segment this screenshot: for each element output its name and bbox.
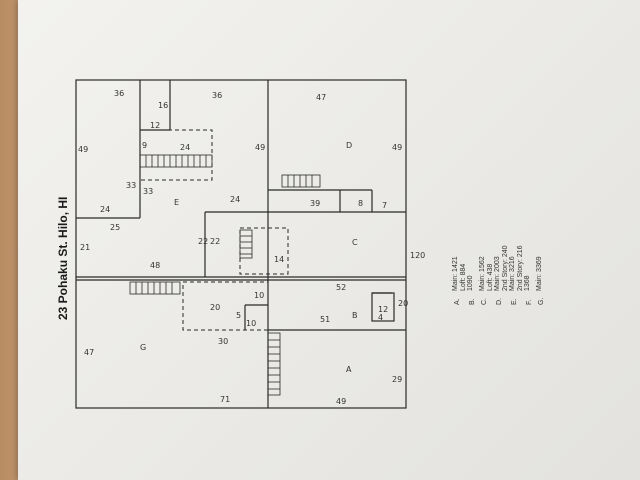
dim-label: 10 xyxy=(254,291,264,300)
legend-value: 1368 xyxy=(524,275,531,291)
legend-row-b: B. 1090 xyxy=(467,105,479,305)
dim-label: 24 xyxy=(180,143,190,152)
legend-value: Main: 1421 xyxy=(452,256,459,291)
dim-label: 47 xyxy=(316,93,326,102)
legend-key: D. xyxy=(496,298,503,305)
dim-label: 24 xyxy=(230,195,240,204)
legend-value: Loft: 884 xyxy=(459,263,467,291)
dim-label: 48 xyxy=(150,261,160,270)
legend-value: Loft: 438 xyxy=(486,263,494,291)
dim-label: 30 xyxy=(218,337,228,346)
dim-label: 51 xyxy=(320,315,330,324)
c-loft-dashed xyxy=(239,227,289,275)
b-box-rect xyxy=(371,292,395,322)
unit-c-label: C xyxy=(352,238,358,247)
dim-label: 25 xyxy=(110,223,120,232)
dim-label: 4 xyxy=(378,313,383,322)
dim-label: 7 xyxy=(382,201,387,210)
dim-label: 21 xyxy=(80,243,90,252)
dim-label: 49 xyxy=(392,143,402,152)
dim-label: 47 xyxy=(84,348,94,357)
legend-value: Main: 3216 xyxy=(509,256,516,291)
dim-label: 14 xyxy=(274,255,284,264)
unit-d-label: D xyxy=(346,141,352,150)
dim-label: 120 xyxy=(410,251,425,260)
dim-label: 36 xyxy=(212,91,222,100)
unit-a-label: A xyxy=(346,365,352,374)
legend-value: Main: 1562 xyxy=(479,256,486,291)
dim-label: 20 xyxy=(398,299,408,308)
dim-label: 29 xyxy=(392,375,402,384)
legend-row-f: F. 1368 xyxy=(524,105,536,305)
legend-value: Main: 2003 xyxy=(494,256,501,291)
property-title: 23 Pohaku St. Hilo, HI xyxy=(56,196,70,320)
legend-key: G. xyxy=(538,297,545,305)
dim-label: 39 xyxy=(310,199,320,208)
dim-label: 49 xyxy=(255,143,265,152)
plan-outline xyxy=(75,79,407,409)
legend-value: Main: 3369 xyxy=(536,256,543,291)
legend-key: F. xyxy=(526,299,533,305)
dim-label: 12 xyxy=(150,121,160,130)
unit-e-label: E xyxy=(174,198,179,207)
dim-label: 20 xyxy=(210,303,220,312)
dim-label: 33 xyxy=(143,187,153,196)
legend-value: 2nd Story: 240 xyxy=(501,245,509,291)
dim-label: 71 xyxy=(220,395,230,404)
legend-key: E. xyxy=(511,298,518,305)
dim-label: 9 xyxy=(142,141,147,150)
dim-label: 22 xyxy=(198,237,208,246)
legend-key: B. xyxy=(469,298,476,305)
legend-key: A. xyxy=(454,298,461,305)
legend-value: 2nd Story: 216 xyxy=(516,245,524,291)
legend-key: C. xyxy=(481,298,488,305)
dim-label: 10 xyxy=(246,319,256,328)
dim-label: 33 xyxy=(126,181,136,190)
g-dashed xyxy=(182,281,269,331)
legend-value: 1090 xyxy=(467,275,474,291)
dim-label: 5 xyxy=(236,311,241,320)
unit-g-label: G xyxy=(140,343,146,352)
dim-label: 36 xyxy=(114,89,124,98)
dim-label: 52 xyxy=(336,283,346,292)
legend-row-g: G. Main: 3369 xyxy=(536,105,548,305)
dim-label: 8 xyxy=(358,199,363,208)
dim-label: 22 xyxy=(210,237,220,246)
dim-label: 24 xyxy=(100,205,110,214)
dim-label: 49 xyxy=(336,397,346,406)
dim-label: 12 xyxy=(378,305,388,314)
dim-label: 49 xyxy=(78,145,88,154)
dim-label: 16 xyxy=(158,101,168,110)
unit-b-label: B xyxy=(352,311,358,320)
